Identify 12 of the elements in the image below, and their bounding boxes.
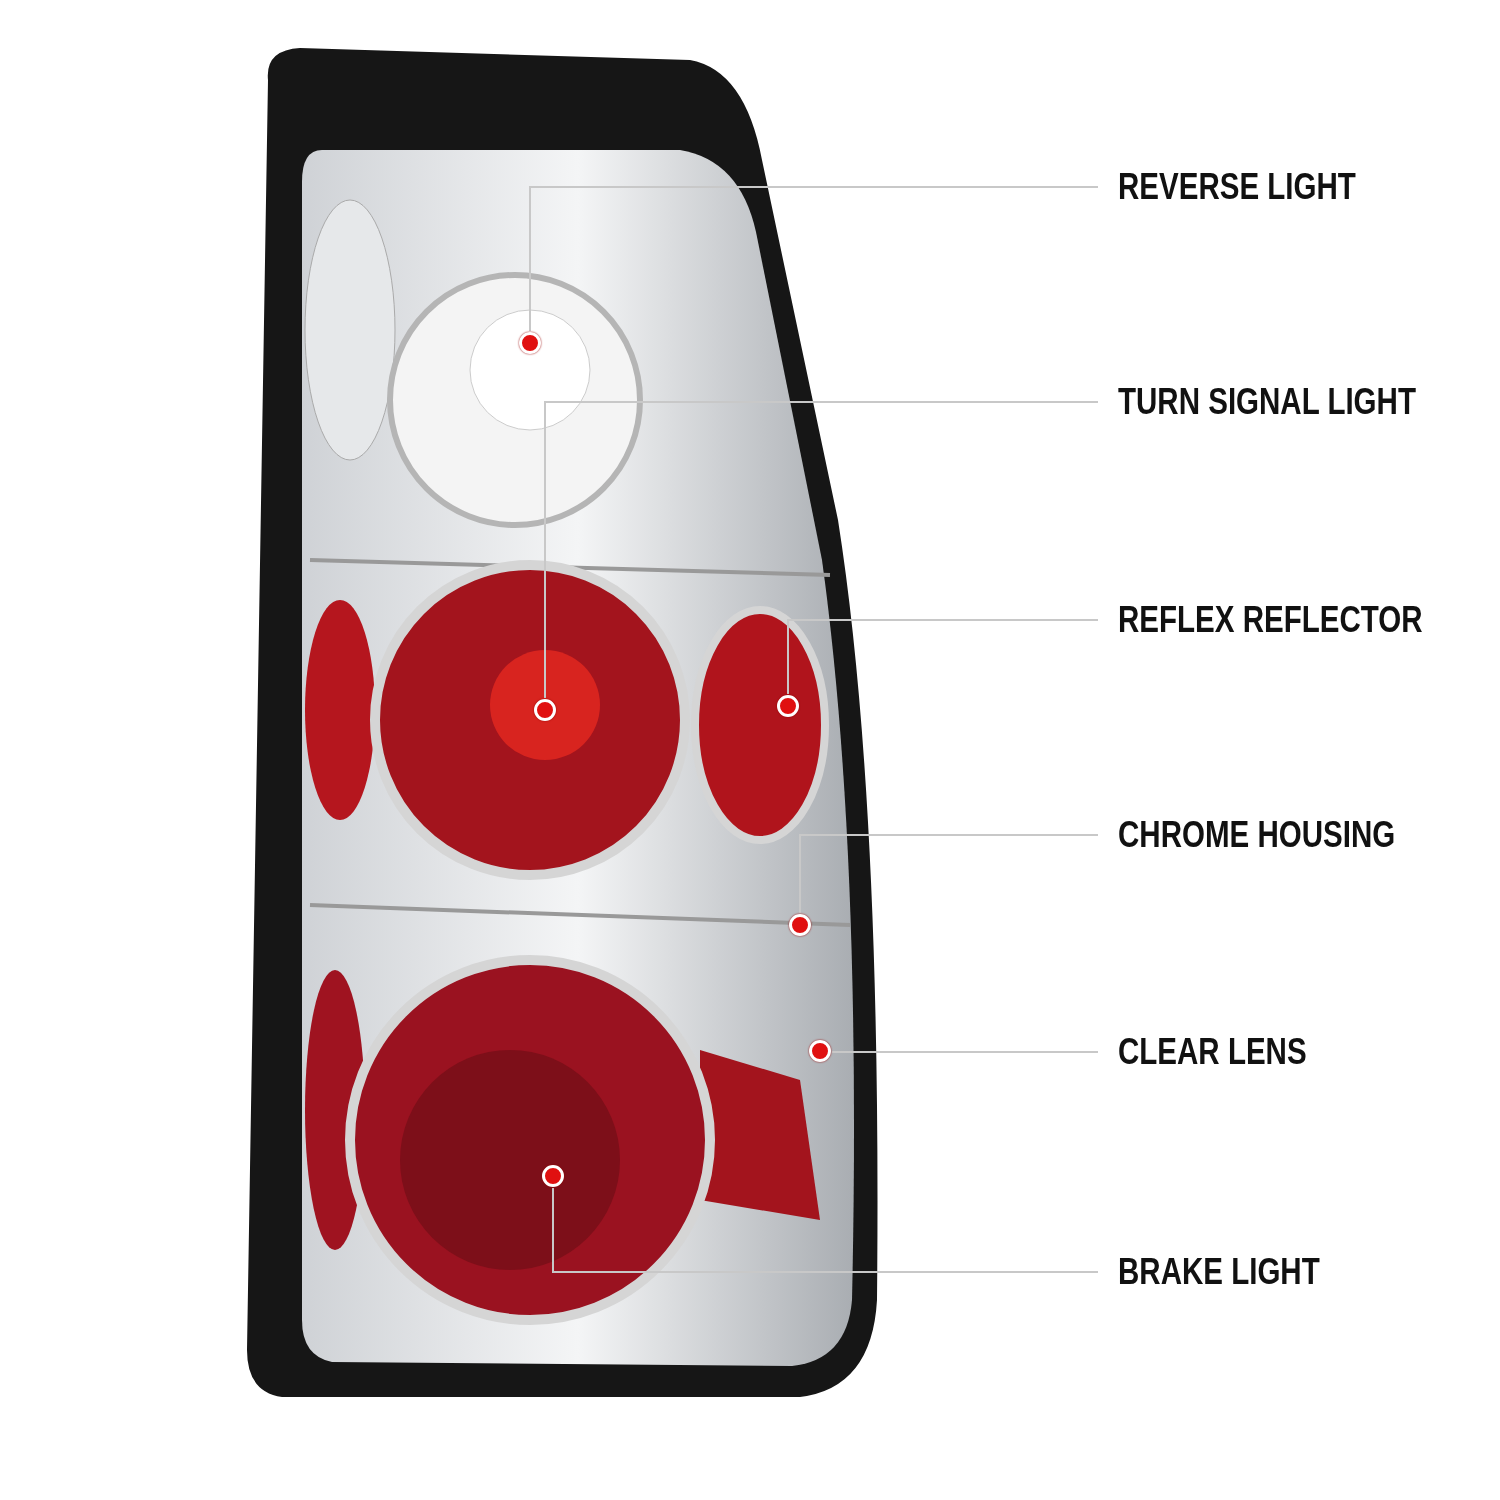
- leader-line: [544, 401, 1099, 699]
- callout-label: BRAKE LIGHT: [1118, 1250, 1320, 1294]
- leader-line: [799, 834, 1099, 914]
- callout-label: TURN SIGNAL LIGHT: [1118, 380, 1416, 424]
- callout-label: REVERSE LIGHT: [1118, 165, 1356, 209]
- callout-label: CLEAR LENS: [1118, 1030, 1307, 1074]
- leader-line: [831, 1051, 1099, 1053]
- leader-line: [552, 1187, 1099, 1273]
- callout-label: CHROME HOUSING: [1118, 813, 1396, 857]
- callout-label: REFLEX REFLECTOR: [1118, 598, 1423, 642]
- leader-line: [529, 186, 1099, 332]
- leader-line: [787, 619, 1099, 695]
